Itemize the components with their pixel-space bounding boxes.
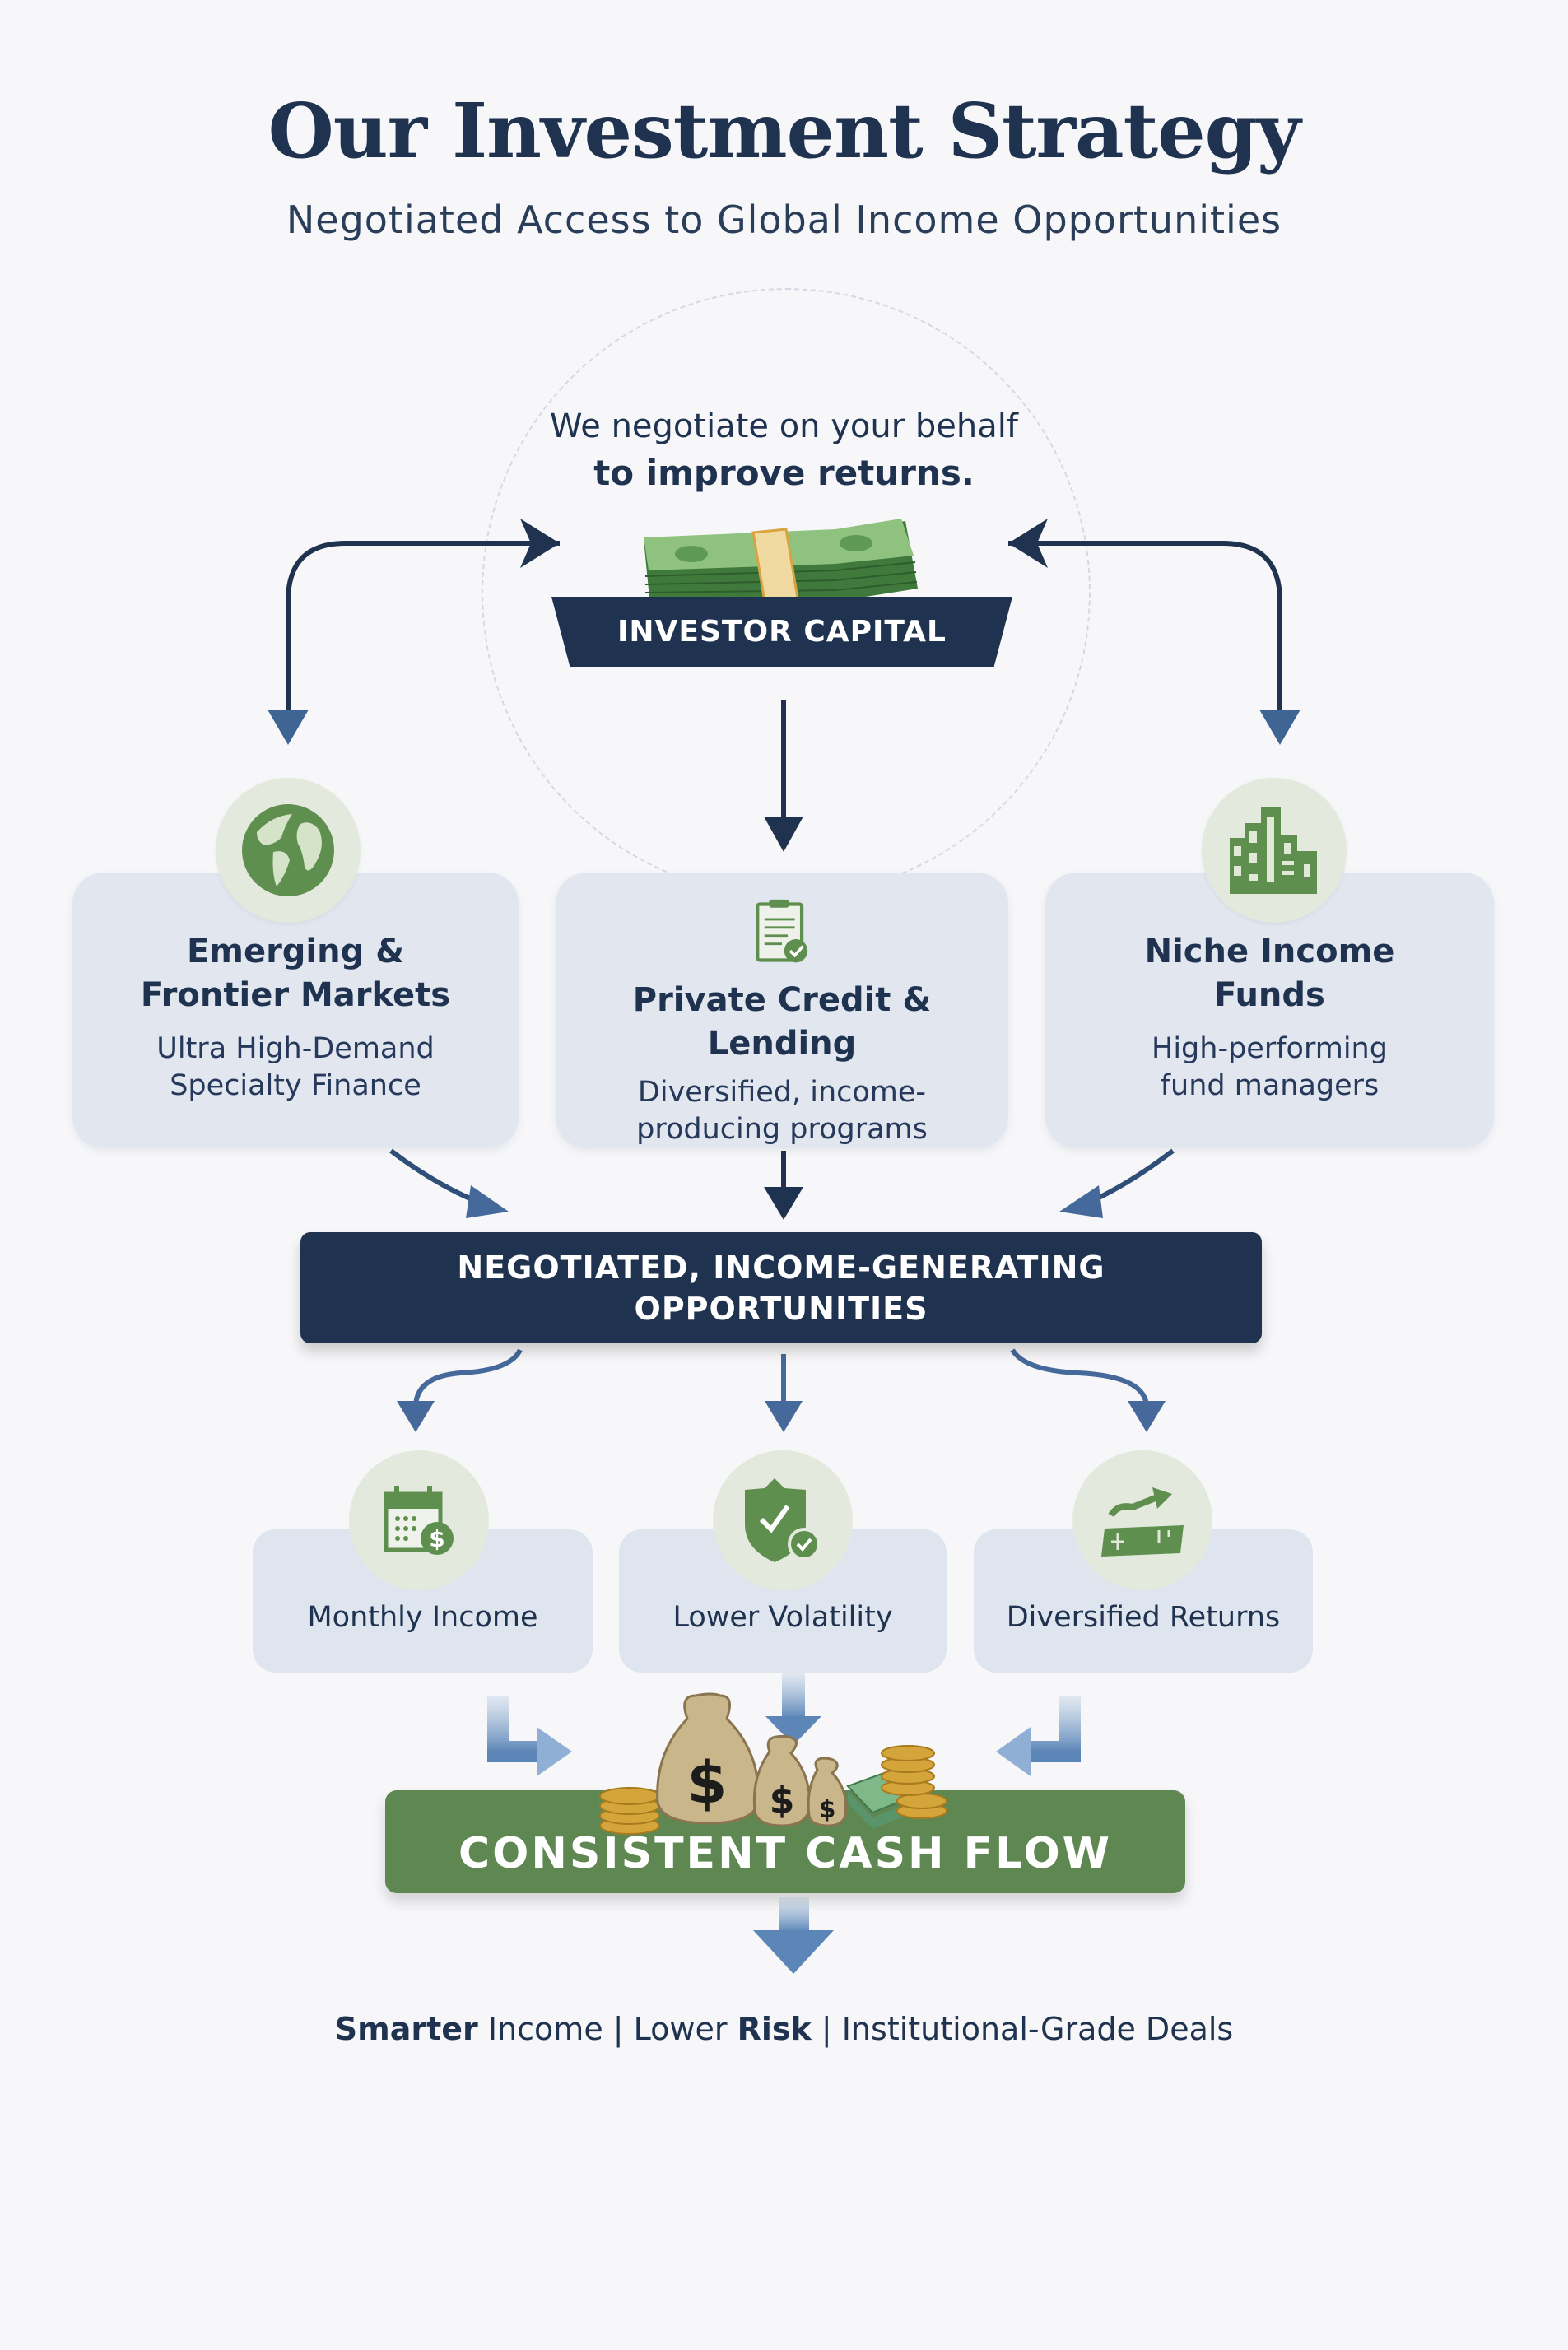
- calendar-dollar-icon: $: [384, 1486, 454, 1555]
- category-title: Funds: [1214, 976, 1325, 1014]
- arrowhead-down-niche: [1259, 710, 1300, 745]
- svg-text:$: $: [429, 1525, 444, 1552]
- shield-check-icon-circle: [713, 1450, 853, 1590]
- consistent-cash-flow-banner: CONSISTENT CASH FLOW: [385, 1790, 1185, 1893]
- arrow-cashflow-out-stem: [779, 1897, 809, 1932]
- category-card-emerging-markets: Emerging & Frontier Markets Ultra High-D…: [72, 873, 519, 1148]
- shield-check-icon: [745, 1478, 821, 1562]
- arrowhead-left-to-capital: [1008, 519, 1048, 568]
- category-card-private-credit: Private Credit & Lending Diversified, in…: [556, 873, 1008, 1148]
- arrow-banner-to-monthly: [413, 1348, 523, 1408]
- page-title: Our Investment Strategy: [268, 86, 1301, 175]
- arrow-volatility-to-cashflow-stem: [782, 1673, 805, 1718]
- arrow-emerging-to-banner: [389, 1148, 483, 1206]
- category-description: Diversified, income-producing programs: [636, 1076, 928, 1146]
- buildings-icon-circle: [1202, 778, 1347, 923]
- category-title: Emerging &: [186, 933, 405, 970]
- svg-text:$: $: [819, 1795, 836, 1824]
- negotiation-note-line2: to improve returns.: [593, 453, 975, 493]
- footer-tagline: Smarter Income | Lower Risk | Institutio…: [334, 2011, 1234, 2047]
- benefit-label: Monthly Income: [307, 1601, 538, 1634]
- clipboard-check-icon: [756, 899, 808, 963]
- arrow-monthly-to-cashflow: [487, 1696, 539, 1762]
- arrow-capital-to-emerging: [286, 541, 560, 716]
- svg-text:$: $: [687, 1749, 728, 1817]
- calendar-dollar-icon-circle: $: [349, 1450, 489, 1590]
- benefit-label: Diversified Returns: [1006, 1601, 1281, 1634]
- money-growth-icon: [1101, 1487, 1184, 1557]
- page-subtitle: Negotiated Access to Global Income Oppor…: [286, 198, 1282, 242]
- category-title: Niche Income: [1144, 933, 1395, 970]
- arrowhead-right-to-capital: [520, 519, 560, 568]
- money-growth-icon-circle: [1072, 1450, 1212, 1590]
- arrow-diversified-to-cashflow: [1027, 1696, 1081, 1762]
- benefit-label: Lower Volatility: [672, 1601, 893, 1634]
- opportunities-line2: OPPORTUNITIES: [634, 1290, 928, 1327]
- opportunities-line1: NEGOTIATED, INCOME-GENERATING: [457, 1249, 1105, 1286]
- cash-stack-icon: [644, 519, 918, 608]
- arrow-banner-to-diversified: [1010, 1348, 1149, 1408]
- investor-capital-banner: INVESTOR CAPITAL: [551, 597, 1012, 667]
- svg-text:$: $: [770, 1780, 795, 1822]
- arrowhead-down-emerging: [268, 710, 309, 745]
- buildings-icon: [1230, 807, 1317, 894]
- arrow-capital-to-niche: [1008, 541, 1282, 716]
- globe-icon: [242, 804, 334, 896]
- money-bags-icon: $ $ $: [599, 1692, 947, 1835]
- category-title: Frontier Markets: [140, 976, 451, 1014]
- opportunities-banner: NEGOTIATED, INCOME-GENERATING OPPORTUNIT…: [300, 1232, 1262, 1343]
- globe-icon-circle: [216, 778, 361, 923]
- category-title: Private Credit & Lending: [632, 981, 932, 1063]
- negotiation-note-line1: We negotiate on your behalf: [550, 407, 1018, 445]
